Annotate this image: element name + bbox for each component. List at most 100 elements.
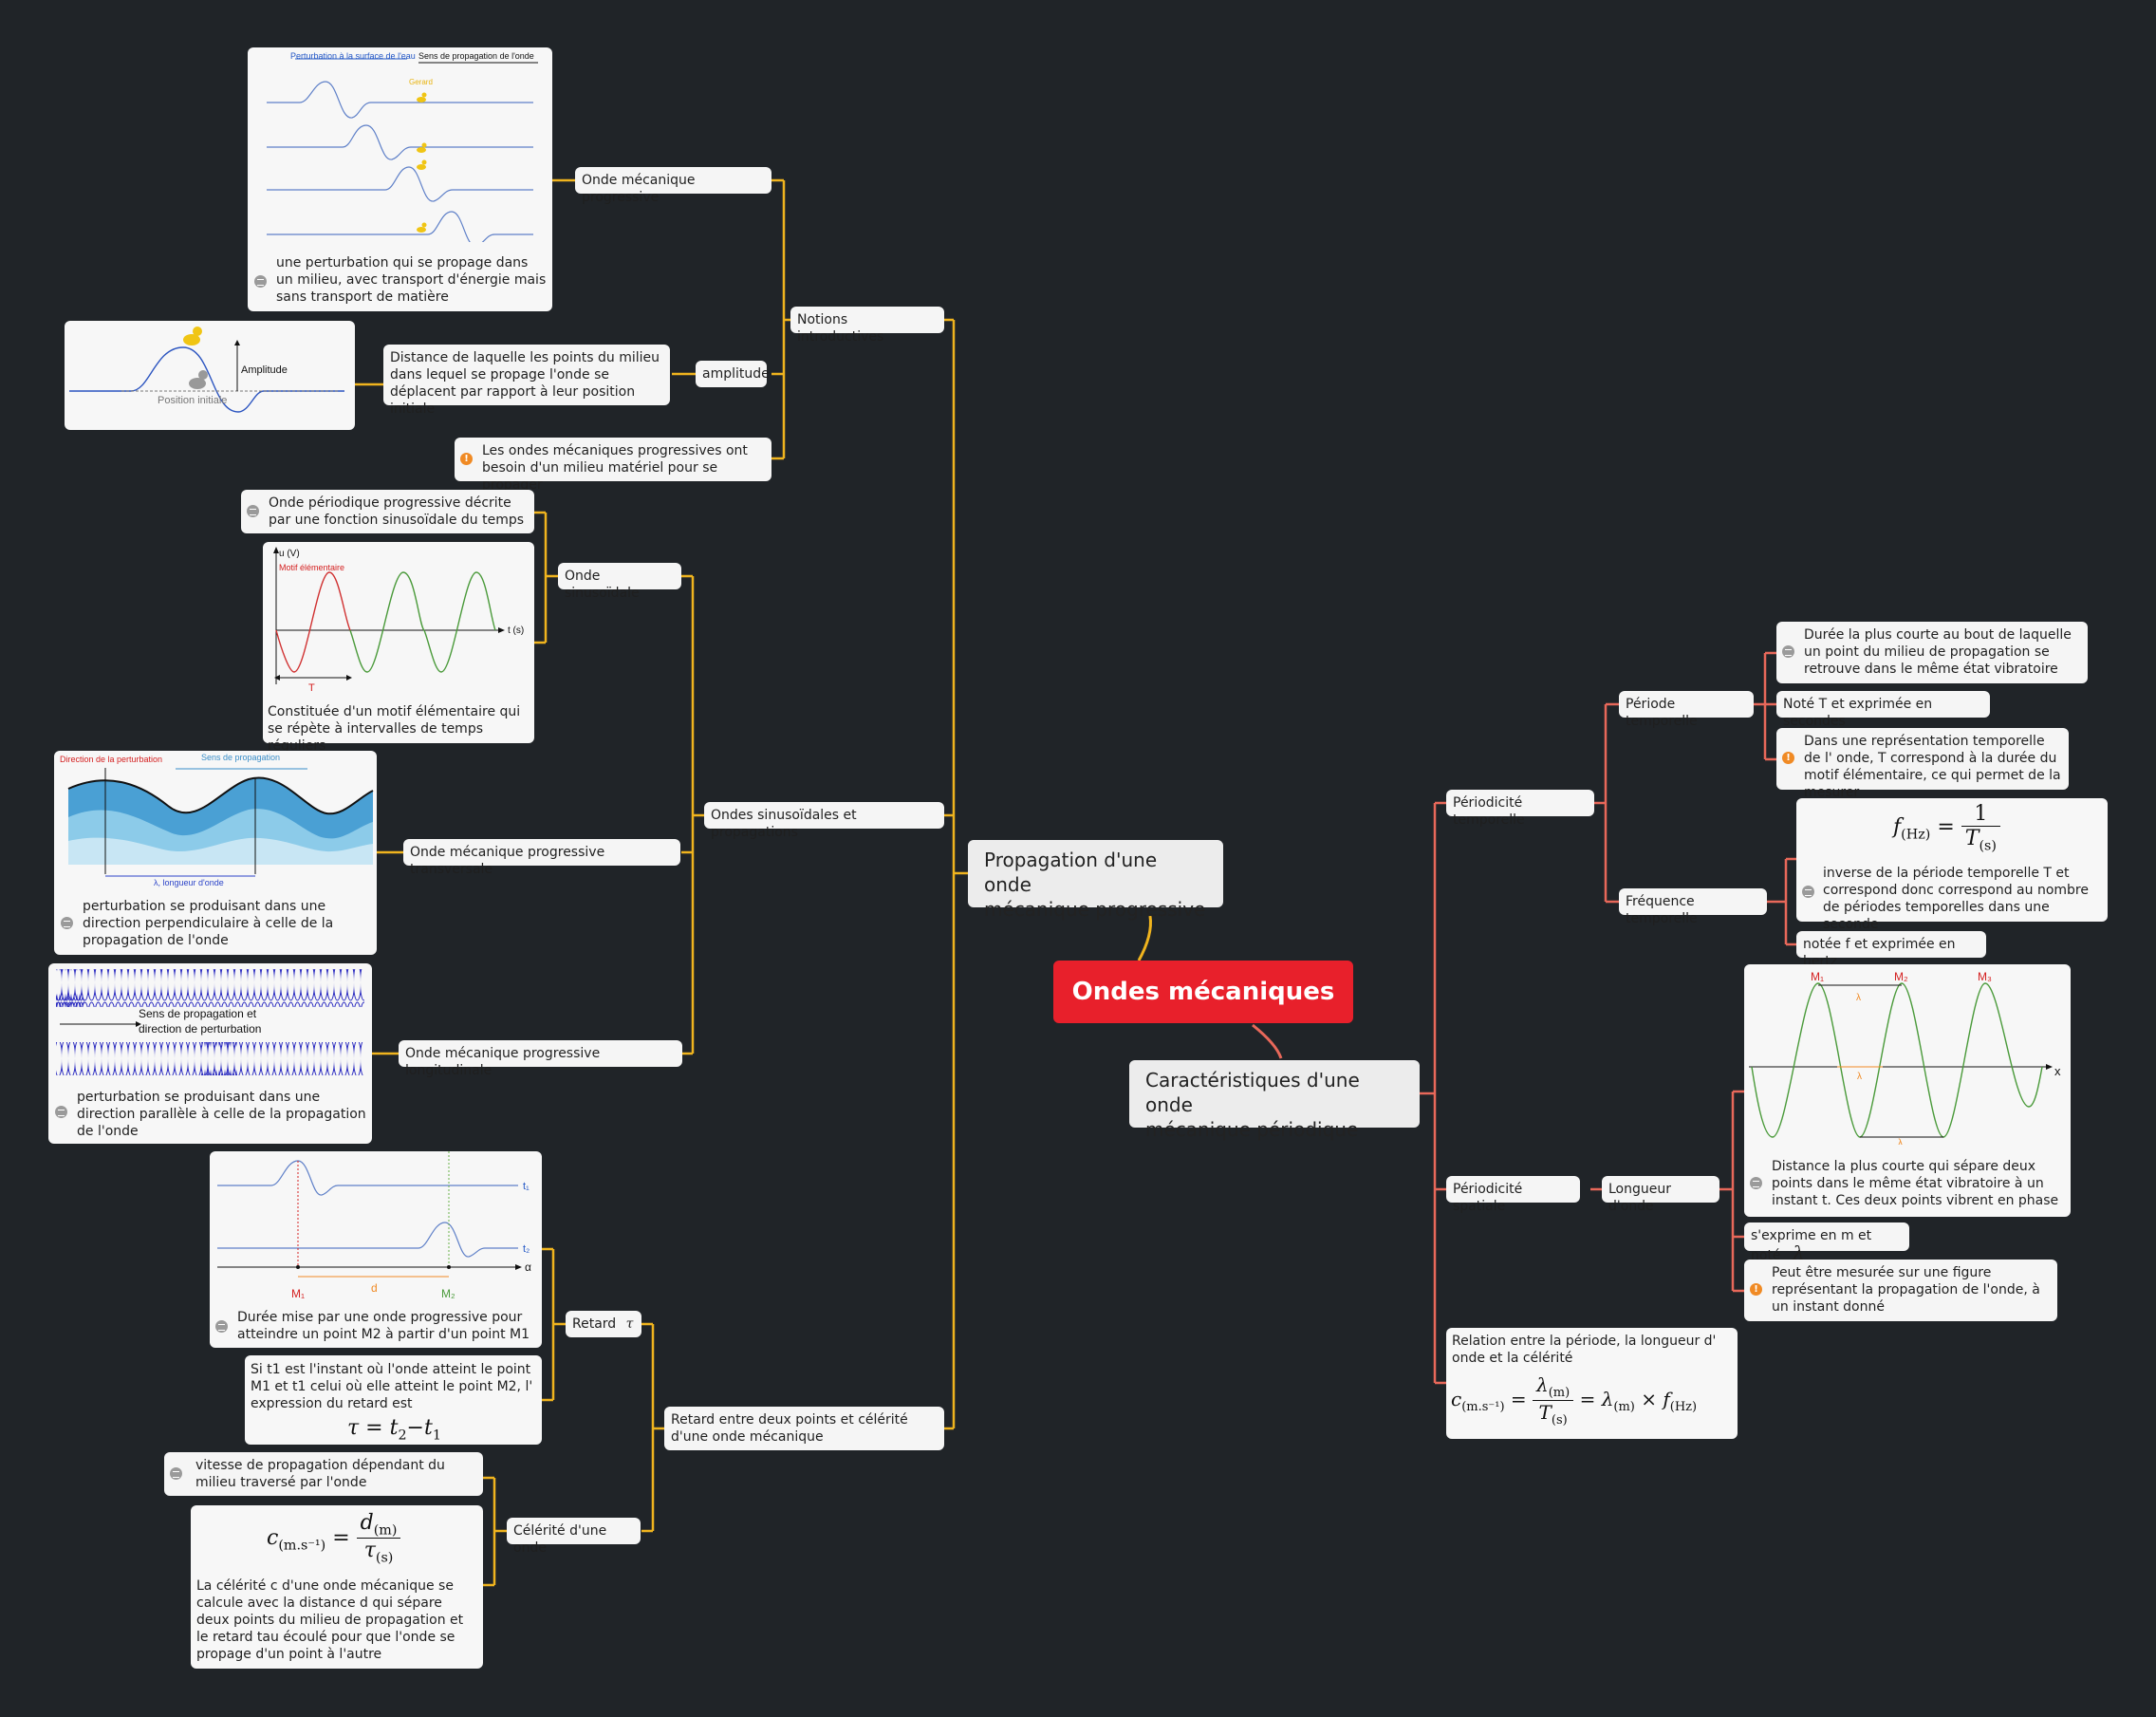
card-retard-graph[interactable]: t₁ t₂ α M₁ d M₂ Durée mise par une onde … xyxy=(210,1151,542,1348)
unit-frequence[interactable]: notée f et exprimée en hertz xyxy=(1796,931,1986,969)
card-relation[interactable]: Relation entre la période, la longueur d… xyxy=(1446,1328,1738,1439)
alpha-label: α xyxy=(525,1260,531,1274)
root-node[interactable]: Ondes mécaniques xyxy=(1053,961,1353,1023)
unit-periode[interactable]: Noté T et exprimée en secondes xyxy=(1776,691,1990,729)
note-icon xyxy=(1802,886,1814,898)
warning-periode[interactable]: ! Dans une représentation temporelle de … xyxy=(1776,728,2069,800)
note-periode[interactable]: Durée la plus courte au bout de laquelle… xyxy=(1776,622,2088,683)
transverse-wave-diagram: Direction de la perturbation Sens de pro… xyxy=(60,753,374,887)
d-label: d xyxy=(371,1281,378,1295)
relation-formula: c(m.s⁻¹) = λ(m)T(s) = λ(m) × f(Hz) xyxy=(1451,1373,1698,1428)
duck-wave-diagram: Perturbation à la surface de l'eau Sens … xyxy=(267,51,538,247)
note-onde-progressive: une perturbation qui se propage dans un … xyxy=(276,255,547,305)
warning-icon: ! xyxy=(1750,1283,1762,1296)
x-label: x xyxy=(2054,1064,2061,1078)
lambda-label: λ, longueur d'onde xyxy=(154,878,224,887)
note-retard: Durée mise par une onde progressive pour… xyxy=(237,1310,530,1342)
card-onde-progressive[interactable]: Perturbation à la surface de l'eau Sens … xyxy=(248,47,552,311)
note-icon xyxy=(1750,1177,1762,1189)
card-retard-expression[interactable]: Si t1 est l'instant où l'onde atteint le… xyxy=(245,1355,542,1445)
sens-label: Sens de propagation xyxy=(201,753,280,762)
warning-milieu-materiel[interactable]: ! Les ondes mécaniques progressives ont … xyxy=(455,438,771,493)
left-branch-lines xyxy=(355,178,1152,1587)
note-icon xyxy=(247,505,259,517)
celerite-text: La célérité c d'une onde mécanique se ca… xyxy=(196,1578,464,1662)
note-longitudinale: perturbation se produisant dans une dire… xyxy=(77,1090,366,1139)
retard-formula: τ = t2−t1 xyxy=(347,1416,441,1444)
tau-symbol: τ xyxy=(625,1316,634,1332)
period-label: T xyxy=(308,682,315,694)
note-frequence: inverse de la période temporelle T et co… xyxy=(1823,866,2089,932)
node-notions-introductives[interactable]: Notions introductives xyxy=(790,307,944,345)
retard-expression-text: Si t1 est l'instant où l'onde atteint le… xyxy=(251,1362,533,1411)
note-periode-text: Durée la plus courte au bout de laquelle… xyxy=(1804,627,2072,677)
note-longueur: Distance la plus courte qui sépare deux … xyxy=(1772,1159,2059,1208)
node-periodicite-spatiale[interactable]: Périodicité spatiale xyxy=(1446,1176,1580,1214)
note-icon xyxy=(254,275,267,288)
note-transversale: perturbation se produisant dans une dire… xyxy=(83,899,334,948)
direction-label: Direction de la perturbation xyxy=(60,755,162,764)
node-longitudinale[interactable]: Onde mécanique progressive longitudinale xyxy=(399,1040,682,1078)
right-branch-lines xyxy=(1252,651,1796,1385)
node-retard-celerite[interactable]: Retard entre deux points et célérité d'u… xyxy=(664,1407,944,1450)
warning-longueur-text: Peut être mesurée sur une figure représe… xyxy=(1772,1265,2040,1315)
unit-longueur[interactable]: s'exprime en m et noté λ xyxy=(1744,1222,1909,1263)
card-transversale[interactable]: Direction de la perturbation Sens de pro… xyxy=(54,751,377,955)
spatial-wave-graph: x M₁ M₂ M₃ λ λ λ xyxy=(1749,970,2061,1148)
card-celerite-formula[interactable]: c(m.s⁻¹) = d(m)τ(s) La célérité c d'une … xyxy=(191,1505,483,1669)
card-sinus-graph[interactable]: u (V) t (s) Motif élémentaire T Constitu… xyxy=(263,542,534,754)
lambda-mid: λ xyxy=(1857,1072,1862,1082)
card-amplitude-diagram[interactable]: Amplitude Position initiale xyxy=(65,321,355,430)
amplitude-definition[interactable]: Distance de laquelle les points du milie… xyxy=(383,345,670,417)
node-celerite[interactable]: Célérité d'une onde xyxy=(507,1518,641,1556)
spring-label-line-2: direction de perturbation xyxy=(139,1022,261,1036)
warning-icon: ! xyxy=(460,453,473,465)
warning-longueur[interactable]: ! Peut être mesurée sur une figure repré… xyxy=(1744,1260,2057,1321)
t2-label: t₂ xyxy=(523,1243,530,1255)
branch-caracteristiques[interactable]: Caractéristiques d'une onde mécanique pé… xyxy=(1129,1060,1420,1141)
caption-motif: Constituée d'un motif élémentaire qui se… xyxy=(268,704,521,754)
duck-name: Gerard xyxy=(409,78,433,86)
note-icon xyxy=(215,1320,228,1333)
node-onde-sinusoidale[interactable]: Onde sinusoïdale xyxy=(558,563,681,601)
node-ondes-sinusoidales[interactable]: Ondes sinusoïdales et propagations xyxy=(704,802,944,840)
lambda-bottom: λ xyxy=(1898,1138,1903,1145)
note-icon xyxy=(55,1106,67,1118)
sinus-graph: u (V) t (s) Motif élémentaire T xyxy=(273,547,524,694)
legend-surface: Perturbation à la surface de l'eau xyxy=(290,51,416,61)
amplitude-diagram: Amplitude Position initiale xyxy=(69,327,344,413)
retard-graph: t₁ t₂ α M₁ d M₂ xyxy=(217,1151,531,1300)
note-celerite-text: vitesse de propagation dépendant du mili… xyxy=(195,1458,445,1490)
note-onde-periodique[interactable]: Onde périodique progressive décrite par … xyxy=(241,490,534,533)
card-longueur-graph[interactable]: x M₁ M₂ M₃ λ λ λ Distance la plus courte… xyxy=(1744,964,2071,1217)
lambda-top: λ xyxy=(1856,993,1861,1003)
node-longueur-onde[interactable]: Longueur d'onde xyxy=(1602,1176,1719,1214)
motif-label: Motif élémentaire xyxy=(279,563,344,572)
node-retard[interactable]: Retard τ xyxy=(566,1311,641,1337)
m1-label: M₁ xyxy=(1811,970,1824,983)
retard-label: Retard xyxy=(572,1316,617,1332)
node-periodicite-temporelle[interactable]: Périodicité temporelle xyxy=(1446,790,1594,828)
node-onde-progressive[interactable]: Onde mécanique progressive xyxy=(575,167,771,205)
node-amplitude[interactable]: amplitude xyxy=(696,361,770,387)
m2-label: M₂ xyxy=(441,1287,455,1300)
note-celerite[interactable]: vitesse de propagation dépendant du mili… xyxy=(164,1452,483,1496)
legend-direction: Sens de propagation de l'onde xyxy=(418,51,534,61)
t1-label: t₁ xyxy=(523,1181,530,1192)
initial-position-label: Position initiale xyxy=(158,395,227,406)
lambda-symbol: λ xyxy=(1793,1241,1805,1264)
branch-propagation[interactable]: Propagation d'une onde mécanique progres… xyxy=(968,840,1223,921)
note-onde-periodique-text: Onde périodique progressive décrite par … xyxy=(269,495,525,528)
note-icon xyxy=(170,1467,182,1480)
node-frequence-temporelle[interactable]: Fréquence temporelle xyxy=(1619,888,1767,926)
x-axis-label: t (s) xyxy=(508,625,524,636)
node-periode-temporelle[interactable]: Période temporelle xyxy=(1619,691,1754,729)
node-transversale[interactable]: Onde mécanique progressive transversale xyxy=(403,839,680,877)
m3-label: M₃ xyxy=(1978,970,1992,983)
